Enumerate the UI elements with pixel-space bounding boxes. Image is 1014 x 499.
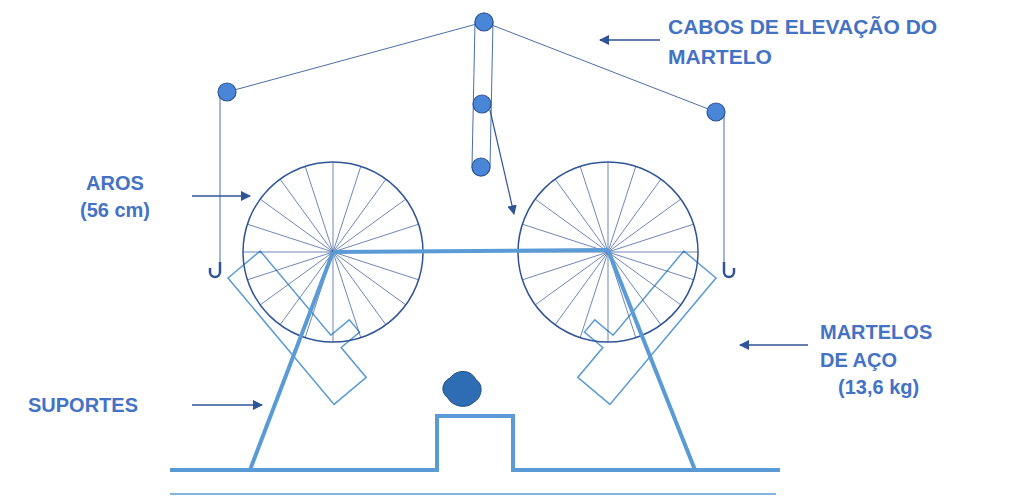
wheel-spoke: [333, 252, 406, 305]
wheel-spoke: [333, 166, 361, 252]
wheel-spoke: [522, 224, 608, 252]
lifting-cables: [220, 13, 724, 262]
leader-arrows: [192, 40, 808, 405]
wheel-spoke: [608, 252, 609, 342]
wheel-spoke: [333, 252, 334, 342]
wheel-spoke: [580, 166, 608, 252]
wheel-spoke: [535, 252, 608, 305]
wheel-spoke: [608, 252, 694, 280]
wheel-spoke: [522, 252, 608, 280]
wheel-spoke: [535, 199, 608, 252]
wheel-spoke: [260, 199, 333, 252]
wheel-spoke: [608, 252, 698, 253]
axle-bar: [333, 250, 608, 252]
wheel-spoke: [608, 166, 636, 252]
wheel-spoke: [243, 252, 333, 253]
wheel-spoke: [333, 252, 386, 325]
wheel-spoke: [608, 179, 661, 252]
wheels: [243, 162, 698, 342]
wheel-spoke: [608, 199, 681, 252]
part-label: MARTELOS DE AÇO: [820, 318, 942, 374]
wheel-spoke: [333, 252, 419, 280]
wheel-spoke: [555, 179, 608, 252]
wheel-spoke: [333, 179, 386, 252]
wheel-spoke: [247, 252, 333, 280]
right-support: [608, 250, 695, 470]
cable-label: CABOS DE ELEVAÇÃO DO MARTELO: [668, 12, 1010, 72]
wheel-spoke: [333, 199, 406, 252]
drive-arrow: [490, 110, 514, 214]
dimension-label: (13,6 kg): [838, 374, 978, 400]
base-line: [170, 493, 776, 495]
wheel-spoke: [280, 179, 333, 252]
wheel-spoke: [333, 252, 361, 338]
left-hook: [210, 262, 220, 277]
wheel-spoke: [333, 162, 334, 252]
pulleys: [218, 13, 725, 176]
wheel-spoke: [580, 252, 608, 338]
wheel-spoke: [333, 224, 419, 252]
wheel-spoke: [555, 252, 608, 325]
wheel-spoke: [305, 166, 333, 252]
wheel-spoke: [247, 224, 333, 252]
right-hook: [724, 262, 734, 277]
wheel-spoke: [280, 252, 333, 325]
wheel-spoke: [608, 224, 694, 252]
part-label: AROS: [55, 170, 175, 196]
dimension-label: (56 cm): [55, 197, 175, 223]
ore-rock: [443, 371, 481, 406]
wheel-spoke: [608, 162, 609, 252]
left-support: [250, 252, 333, 470]
part-label: SUPORTES: [28, 392, 188, 418]
